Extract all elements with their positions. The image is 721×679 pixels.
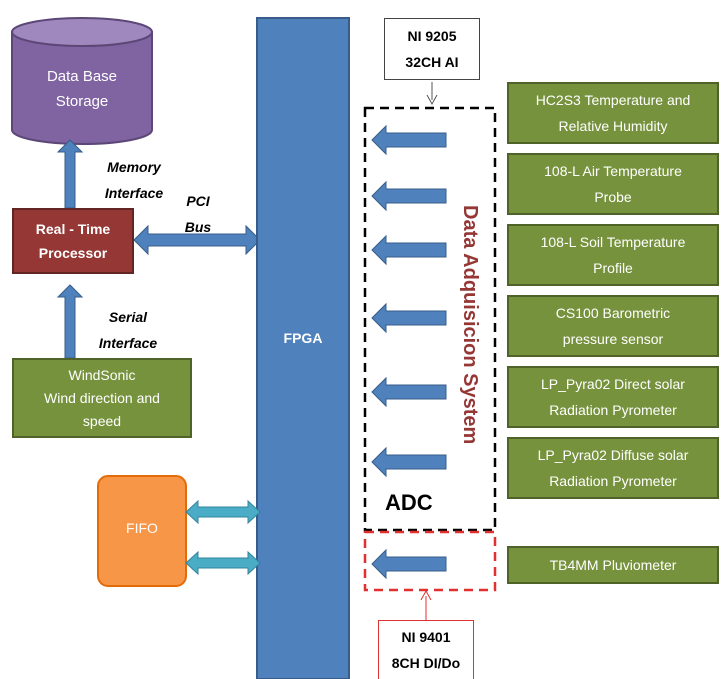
memory-interface-label: Memory Interface [104, 159, 164, 201]
adc-dashed-box [363, 106, 497, 532]
sensor-box-pyra02-diffuse: LP_Pyra02 Diffuse solar Radiation Pyrome… [507, 437, 719, 499]
fifo-arrow-top [185, 499, 261, 525]
sensor-arrow-4 [371, 302, 447, 334]
sensor-arrow-6 [371, 446, 447, 478]
sensor-box-pyra02-direct: LP_Pyra02 Direct solar Radiation Pyromet… [507, 366, 719, 428]
sensor-box-hc2s3: HC2S3 Temperature and Relative Humidity [507, 82, 719, 144]
serial-interface-arrow [56, 284, 84, 359]
database-cylinder [11, 17, 153, 145]
adc-label: ADC [385, 490, 433, 515]
fpga-block [256, 17, 350, 679]
sensor-arrow-3 [371, 234, 447, 266]
sensor-box-cs100: CS100 Barometric pressure sensor [507, 295, 719, 357]
database-label: Data Base Storage [46, 68, 118, 110]
fpga-label: FPGA [283, 330, 323, 346]
fifo-arrow-bottom [185, 550, 261, 576]
ni9205-module-label: NI 9205 32CH AI [384, 18, 480, 80]
sensor-arrow-2 [371, 180, 447, 212]
sensor-arrow-5 [371, 376, 447, 408]
fifo-label: FIFO [126, 520, 158, 536]
sensor-box-108l-air: 108-L Air Temperature Probe [507, 153, 719, 215]
fifo-block [97, 475, 187, 587]
daq-system-title: Data Adquisicion System [459, 205, 481, 445]
sensor-arrow-1 [371, 124, 447, 156]
windsonic-sensor-block: WindSonic Wind direction and speed [12, 358, 192, 438]
ni9401-module-label: NI 9401 8CH DI/Do [378, 620, 474, 679]
sensor-arrow-7 [371, 548, 447, 580]
serial-interface-label: Serial Interface [98, 309, 158, 351]
memory-interface-arrow [56, 139, 84, 209]
sensor-box-tb4mm: TB4MM Pluviometer [507, 546, 719, 584]
sensor-box-108l-soil: 108-L Soil Temperature Profile [507, 224, 719, 286]
ni9401-dashed-box [363, 530, 497, 592]
realtime-processor-block: Real - Time Processor [12, 208, 134, 274]
pci-bus-label: PCI Bus [184, 193, 212, 235]
